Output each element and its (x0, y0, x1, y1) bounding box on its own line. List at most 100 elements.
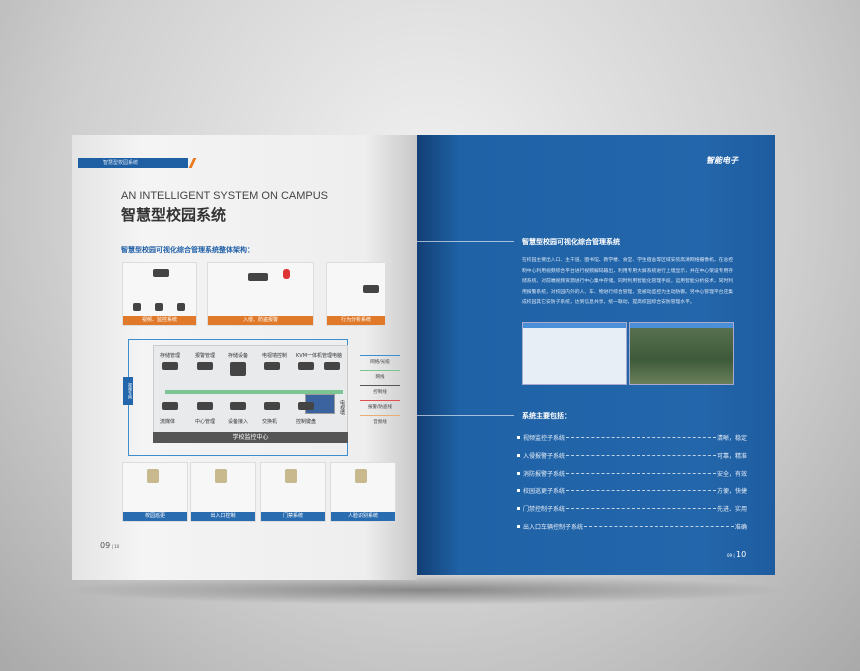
server-icon (298, 402, 314, 410)
screenshot-image (522, 322, 627, 385)
item-name: 出入口车辆控制子系统 (523, 523, 584, 531)
legend-swatch (360, 415, 400, 416)
bullet-icon (517, 471, 520, 475)
server-icon (230, 402, 246, 410)
legend-item: 网线 (360, 370, 400, 380)
legend-label: 控制线 (373, 390, 387, 395)
network-bus (165, 390, 343, 394)
bottom-system-label: 校园巡更 (123, 512, 187, 521)
bottom-system-box: 出入口控制 (190, 462, 256, 522)
system-list-item: 出入口车辆控制子系统准确 (517, 517, 747, 535)
page-number: 09 (100, 541, 111, 550)
system-list: 视频监控子系统清晰，稳定入侵报警子系统 可靠，精准消防报警子系统 安全，有效校园巡更… (517, 429, 747, 535)
item-desc: 先进、实用 (716, 506, 747, 514)
bottom-system-label: 人脸识别系统 (331, 512, 395, 521)
server-icon (355, 469, 367, 483)
center-device-label: 电视墙控制 (262, 353, 288, 359)
camera-icon (155, 303, 163, 311)
tv-wall-label: 电视墙 (339, 400, 345, 415)
bullet-icon (517, 507, 520, 511)
top-system-label: 入侵、防盗报警 (208, 316, 313, 325)
item-name: 视频监控子系统 (523, 435, 566, 443)
top-system-box: 入侵、防盗报警 (207, 262, 314, 326)
item-desc: 安全，有效 (716, 470, 747, 478)
server-icon (215, 469, 227, 483)
legend-label: 报警/防盗线 (367, 405, 393, 410)
system-list-item: 入侵报警子系统 可靠，精准 (517, 447, 747, 465)
center-device-label: KVM一体机 (296, 353, 323, 359)
server-icon (197, 402, 213, 410)
page-number-right: 09 | 10 (727, 550, 747, 559)
system-list-item: 门禁控制子系统先进、实用 (517, 500, 747, 518)
center-device-label: 存储管理 (160, 353, 181, 359)
top-system-label: 视频、监控系统 (123, 316, 196, 325)
bullet-icon (517, 436, 520, 440)
server-icon (285, 469, 297, 483)
right-heading: 智慧型校园可视化综合管理系统 (522, 238, 620, 246)
siren-icon (283, 269, 290, 279)
item-name: 消防报警子系统 (523, 470, 566, 478)
device-icon (153, 269, 169, 277)
page-number: 10 (735, 550, 747, 559)
camera-icon (133, 303, 141, 311)
bullet-icon (517, 489, 520, 493)
legend-swatch (360, 355, 400, 356)
center-device-label: 中心管理 (195, 419, 216, 425)
center-device-label: 报警管理 (195, 353, 216, 359)
description-paragraph: 在校园主要出入口、主干道、图书馆、教学楼、食堂、学生宿舍等区域安装高清网络摄像机… (522, 258, 734, 305)
top-system-label: 行为分析系统 (327, 316, 385, 325)
legend-swatch (360, 385, 400, 386)
diagram-title: 智慧型校园可视化综合管理系统整体架构： (121, 246, 254, 254)
page-number-small: 09 (727, 553, 733, 558)
center-device-label: 设备接入 (228, 419, 249, 425)
camera-icon (177, 303, 185, 311)
item-name: 入侵报警子系统 (523, 453, 566, 461)
screenshot-image (629, 322, 734, 385)
divider-line (417, 415, 514, 416)
center-device-label: 流媒体 (160, 419, 176, 425)
title-en: AN INTELLIGENT SYSTEM ON CAMPUS (121, 190, 329, 202)
bottom-system-label: 门禁系统 (261, 512, 325, 521)
center-name: 学校监控中心 (153, 432, 348, 443)
bottom-system-box: 人脸识别系统 (330, 462, 396, 522)
alarm-host-icon (248, 273, 268, 281)
legend-item: 控制线 (360, 385, 400, 395)
brand-logo: 智能电子 (706, 156, 738, 165)
section-tag: 智慧型校园系统 (78, 158, 188, 168)
bottom-system-box: 门禁系统 (260, 462, 326, 522)
legend-item: 报警/防盗线 (360, 400, 400, 410)
legend-swatch (360, 400, 400, 401)
item-desc: 方便，快捷 (716, 488, 747, 496)
legend-label: 网线 (375, 375, 385, 380)
server-icon (197, 362, 213, 370)
item-desc: 可靠，精准 (716, 453, 747, 461)
server-icon (264, 402, 280, 410)
server-icon (324, 362, 340, 370)
center-device-label: 交换机 (262, 419, 278, 425)
legend-swatch (360, 370, 400, 371)
legend-label: 网络/光缆 (370, 360, 390, 365)
center-device-label: 管理电脑 (322, 353, 343, 359)
item-name: 校园巡更子系统 (523, 488, 566, 496)
server-icon (162, 362, 178, 370)
server-icon (264, 362, 280, 370)
legend-item: 网络/光缆 (360, 355, 400, 365)
bottom-system-label: 出入口控制 (191, 512, 255, 521)
top-system-box: 视频、监控系统 (122, 262, 197, 326)
page-number-left: 09 | 10 (100, 541, 120, 550)
center-device-label: 存储设备 (228, 353, 249, 359)
title-cn: 智慧型校园系统 (121, 206, 227, 224)
analyzer-icon (363, 285, 379, 293)
list-heading: 系统主要包括： (522, 412, 571, 420)
bottom-system-box: 校园巡更 (122, 462, 188, 522)
server-icon (230, 362, 246, 376)
system-list-item: 校园巡更子系统 方便，快捷 (517, 482, 747, 500)
page-number-small: 10 (114, 544, 120, 549)
system-list-item: 视频监控子系统清晰，稳定 (517, 429, 747, 447)
book-shadow (60, 575, 790, 605)
software-screenshots (522, 322, 734, 385)
system-list-item: 消防报警子系统 安全，有效 (517, 464, 747, 482)
top-system-box: 行为分析系统 (326, 262, 386, 326)
server-icon (147, 469, 159, 483)
side-label: 视频专网 (123, 377, 133, 405)
